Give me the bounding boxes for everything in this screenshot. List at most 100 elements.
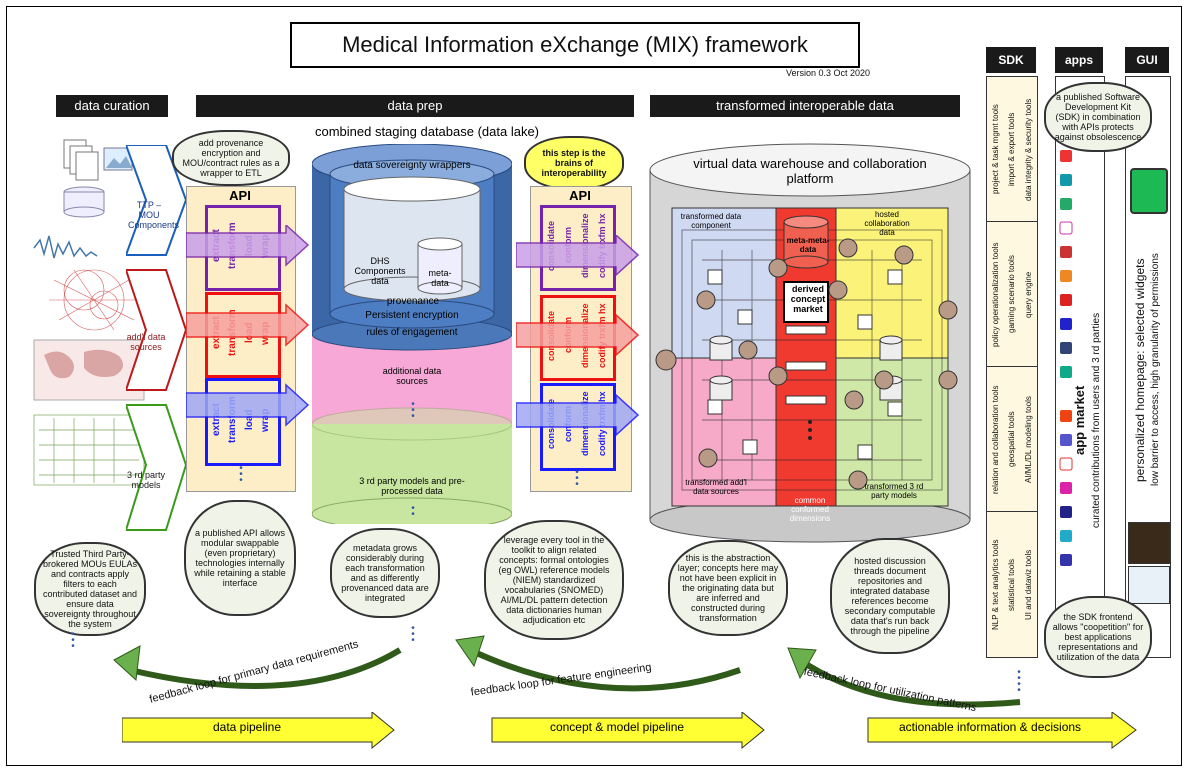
ttp-mou-label: TTP – MOU Components	[128, 200, 180, 230]
sdk-tool[interactable]: query engine	[1024, 271, 1034, 318]
widget-icon[interactable]	[1128, 522, 1170, 564]
app-icon	[1060, 318, 1072, 330]
dots-metadata: •••	[411, 623, 415, 646]
app-icon	[1060, 174, 1072, 186]
sdk-tool-grid: project & task mgmt tools import & expor…	[986, 76, 1038, 658]
gui-sub: low barrier to access, high granularity …	[1150, 253, 1161, 487]
cloud-frontend: the SDK frontend allows "coopetition" fo…	[1044, 596, 1152, 678]
feedback-curves	[113, 635, 1021, 708]
sdk-tool[interactable]: geospatial tools	[1007, 411, 1017, 468]
app-icon	[1060, 246, 1072, 258]
sdk-tool[interactable]: policy operationalization tools	[990, 242, 1000, 347]
cloud-leverage: leverage every tool in the toolkit to al…	[484, 520, 624, 640]
app-icon	[1060, 270, 1072, 282]
sdk-tool[interactable]: gaming scenario tools	[1007, 255, 1017, 334]
dots-left-api: •••	[239, 463, 243, 486]
header-sdk: SDK	[986, 47, 1036, 73]
api-right-arrows	[516, 235, 640, 437]
dots-cyl-mid: •••	[411, 399, 415, 422]
dots-cyl-bottom: ••	[411, 503, 415, 520]
app-icon	[1060, 150, 1072, 162]
sdk-tool[interactable]: AI/ML/DL modeling tools	[1024, 396, 1034, 483]
cloud-hosted: hosted discussion threads document repos…	[830, 538, 950, 654]
app-icon	[1060, 530, 1072, 542]
pipeline-concept: concept & model pipeline	[549, 720, 685, 734]
cloud-sdk: a published Software Development Kit (SD…	[1044, 82, 1152, 152]
sdk-group-1: project & task mgmt tools import & expor…	[986, 76, 1038, 223]
app-market-title: app market	[1072, 385, 1087, 455]
wh-hosted: hosted collaboration data	[864, 210, 910, 237]
app-icon	[1060, 342, 1072, 354]
widget-icon[interactable]	[1130, 168, 1168, 214]
wh-derived-market: derived concept market	[790, 284, 826, 314]
dots-sdk: ••••	[1017, 667, 1021, 696]
cloud-brains: this step is the brains of interoperabil…	[524, 136, 624, 190]
cyl-additional-label: additional data sources	[382, 366, 442, 386]
api-title-right: API	[569, 188, 591, 203]
sdk-tool[interactable]: relation and collaboration tools	[990, 385, 1000, 494]
sdk-tool[interactable]: data integrity & security tools	[1024, 98, 1034, 201]
staging-label: combined staging database (data lake)	[314, 124, 540, 139]
sdk-tool[interactable]: project & task mgmt tools	[990, 104, 1000, 195]
app-market-labels: app market curated contributions from us…	[1072, 300, 1102, 540]
cloud-provenance: add provenance encryption and MOU/contra…	[172, 130, 290, 186]
warehouse-title: virtual data warehouse and collaboration…	[693, 156, 927, 186]
cyl-persistent-label: Persistent encryption	[365, 310, 459, 321]
widget-icon[interactable]	[1128, 566, 1170, 604]
header-apps: apps	[1055, 47, 1103, 73]
staging-cylinder	[312, 144, 512, 524]
cloud-metadata: metadata grows considerably during each …	[330, 528, 440, 618]
cloud-trusted: Trusted Third Party-brokered MOUs EULAs …	[34, 542, 146, 636]
app-icon	[1060, 482, 1072, 494]
cyl-dhs-label: DHS Components data	[354, 256, 406, 286]
wh-transformed-component: transformed data component	[680, 212, 742, 230]
warehouse-cylinder	[649, 143, 971, 543]
api-group-blue	[205, 378, 281, 466]
version-label: Version 0.3 Oct 2020	[786, 68, 871, 78]
gui-title: personalized homepage: selected widgets	[1133, 258, 1147, 482]
app-icons	[1059, 150, 1073, 566]
cloud-abstraction: this is the abstraction layer; concepts …	[668, 540, 788, 636]
wh-transformed-addl: transformed add'l data sources	[685, 478, 747, 496]
wh-meta-meta: meta-meta-data	[786, 236, 830, 254]
api-left-arrows	[186, 225, 310, 427]
header-data-prep: data prep	[196, 95, 634, 117]
sdk-tool[interactable]: import & export tools	[1007, 112, 1017, 187]
wh-transformed-third: transformed 3 rd party models	[864, 482, 924, 500]
pipeline-actionable: actionable information & decisions	[898, 720, 1082, 734]
app-icon	[1060, 410, 1072, 422]
dots-right-api: •••	[575, 467, 579, 490]
api-title-left: API	[229, 188, 251, 203]
sdk-group-4: NLP & text analytics tools statistical t…	[986, 511, 1038, 658]
sdk-group-2: policy operationalization tools gaming s…	[986, 221, 1038, 368]
pipeline-arrows	[122, 712, 1137, 750]
wh-common-dimensions: common conformed dimensions	[789, 496, 831, 523]
app-icon	[1059, 457, 1073, 471]
cyl-rules-label: rules of engagement	[366, 327, 458, 338]
app-market-sub: curated contributions from users and 3 r…	[1091, 312, 1102, 528]
header-transformed: transformed interoperable data	[650, 95, 960, 117]
cyl-third-label: 3 rd party models and pre-processed data	[359, 476, 465, 496]
sdk-group-3: relation and collaboration tools geospat…	[986, 366, 1038, 513]
cyl-sovereignty-label: data sovereignty wrappers	[353, 160, 471, 171]
curation-chevrons	[126, 145, 188, 531]
cloud-api: a published API allows modular swappable…	[184, 500, 296, 616]
third-party-label: 3 rd party models	[126, 470, 166, 490]
app-icon	[1060, 366, 1072, 378]
cyl-meta-label: meta-data	[428, 268, 452, 288]
header-data-curation: data curation	[56, 95, 168, 117]
app-icon	[1060, 198, 1072, 210]
page-title: Medical Information eXchange (MIX) frame…	[290, 22, 860, 68]
app-icon	[1059, 221, 1073, 235]
pipeline-data: data pipeline	[212, 720, 282, 734]
dots-trusted: •••	[71, 629, 75, 652]
app-icon	[1060, 554, 1072, 566]
header-gui: GUI	[1125, 47, 1169, 73]
document-icon	[75, 151, 99, 181]
addl-sources-label: add'l data sources	[126, 332, 166, 352]
cyl-provenance-label: provenance	[386, 296, 440, 307]
gui-labels: personalized homepage: selected widgets …	[1130, 220, 1164, 520]
app-icon	[1060, 434, 1072, 446]
app-icon	[1060, 506, 1072, 518]
app-icon	[1060, 294, 1072, 306]
